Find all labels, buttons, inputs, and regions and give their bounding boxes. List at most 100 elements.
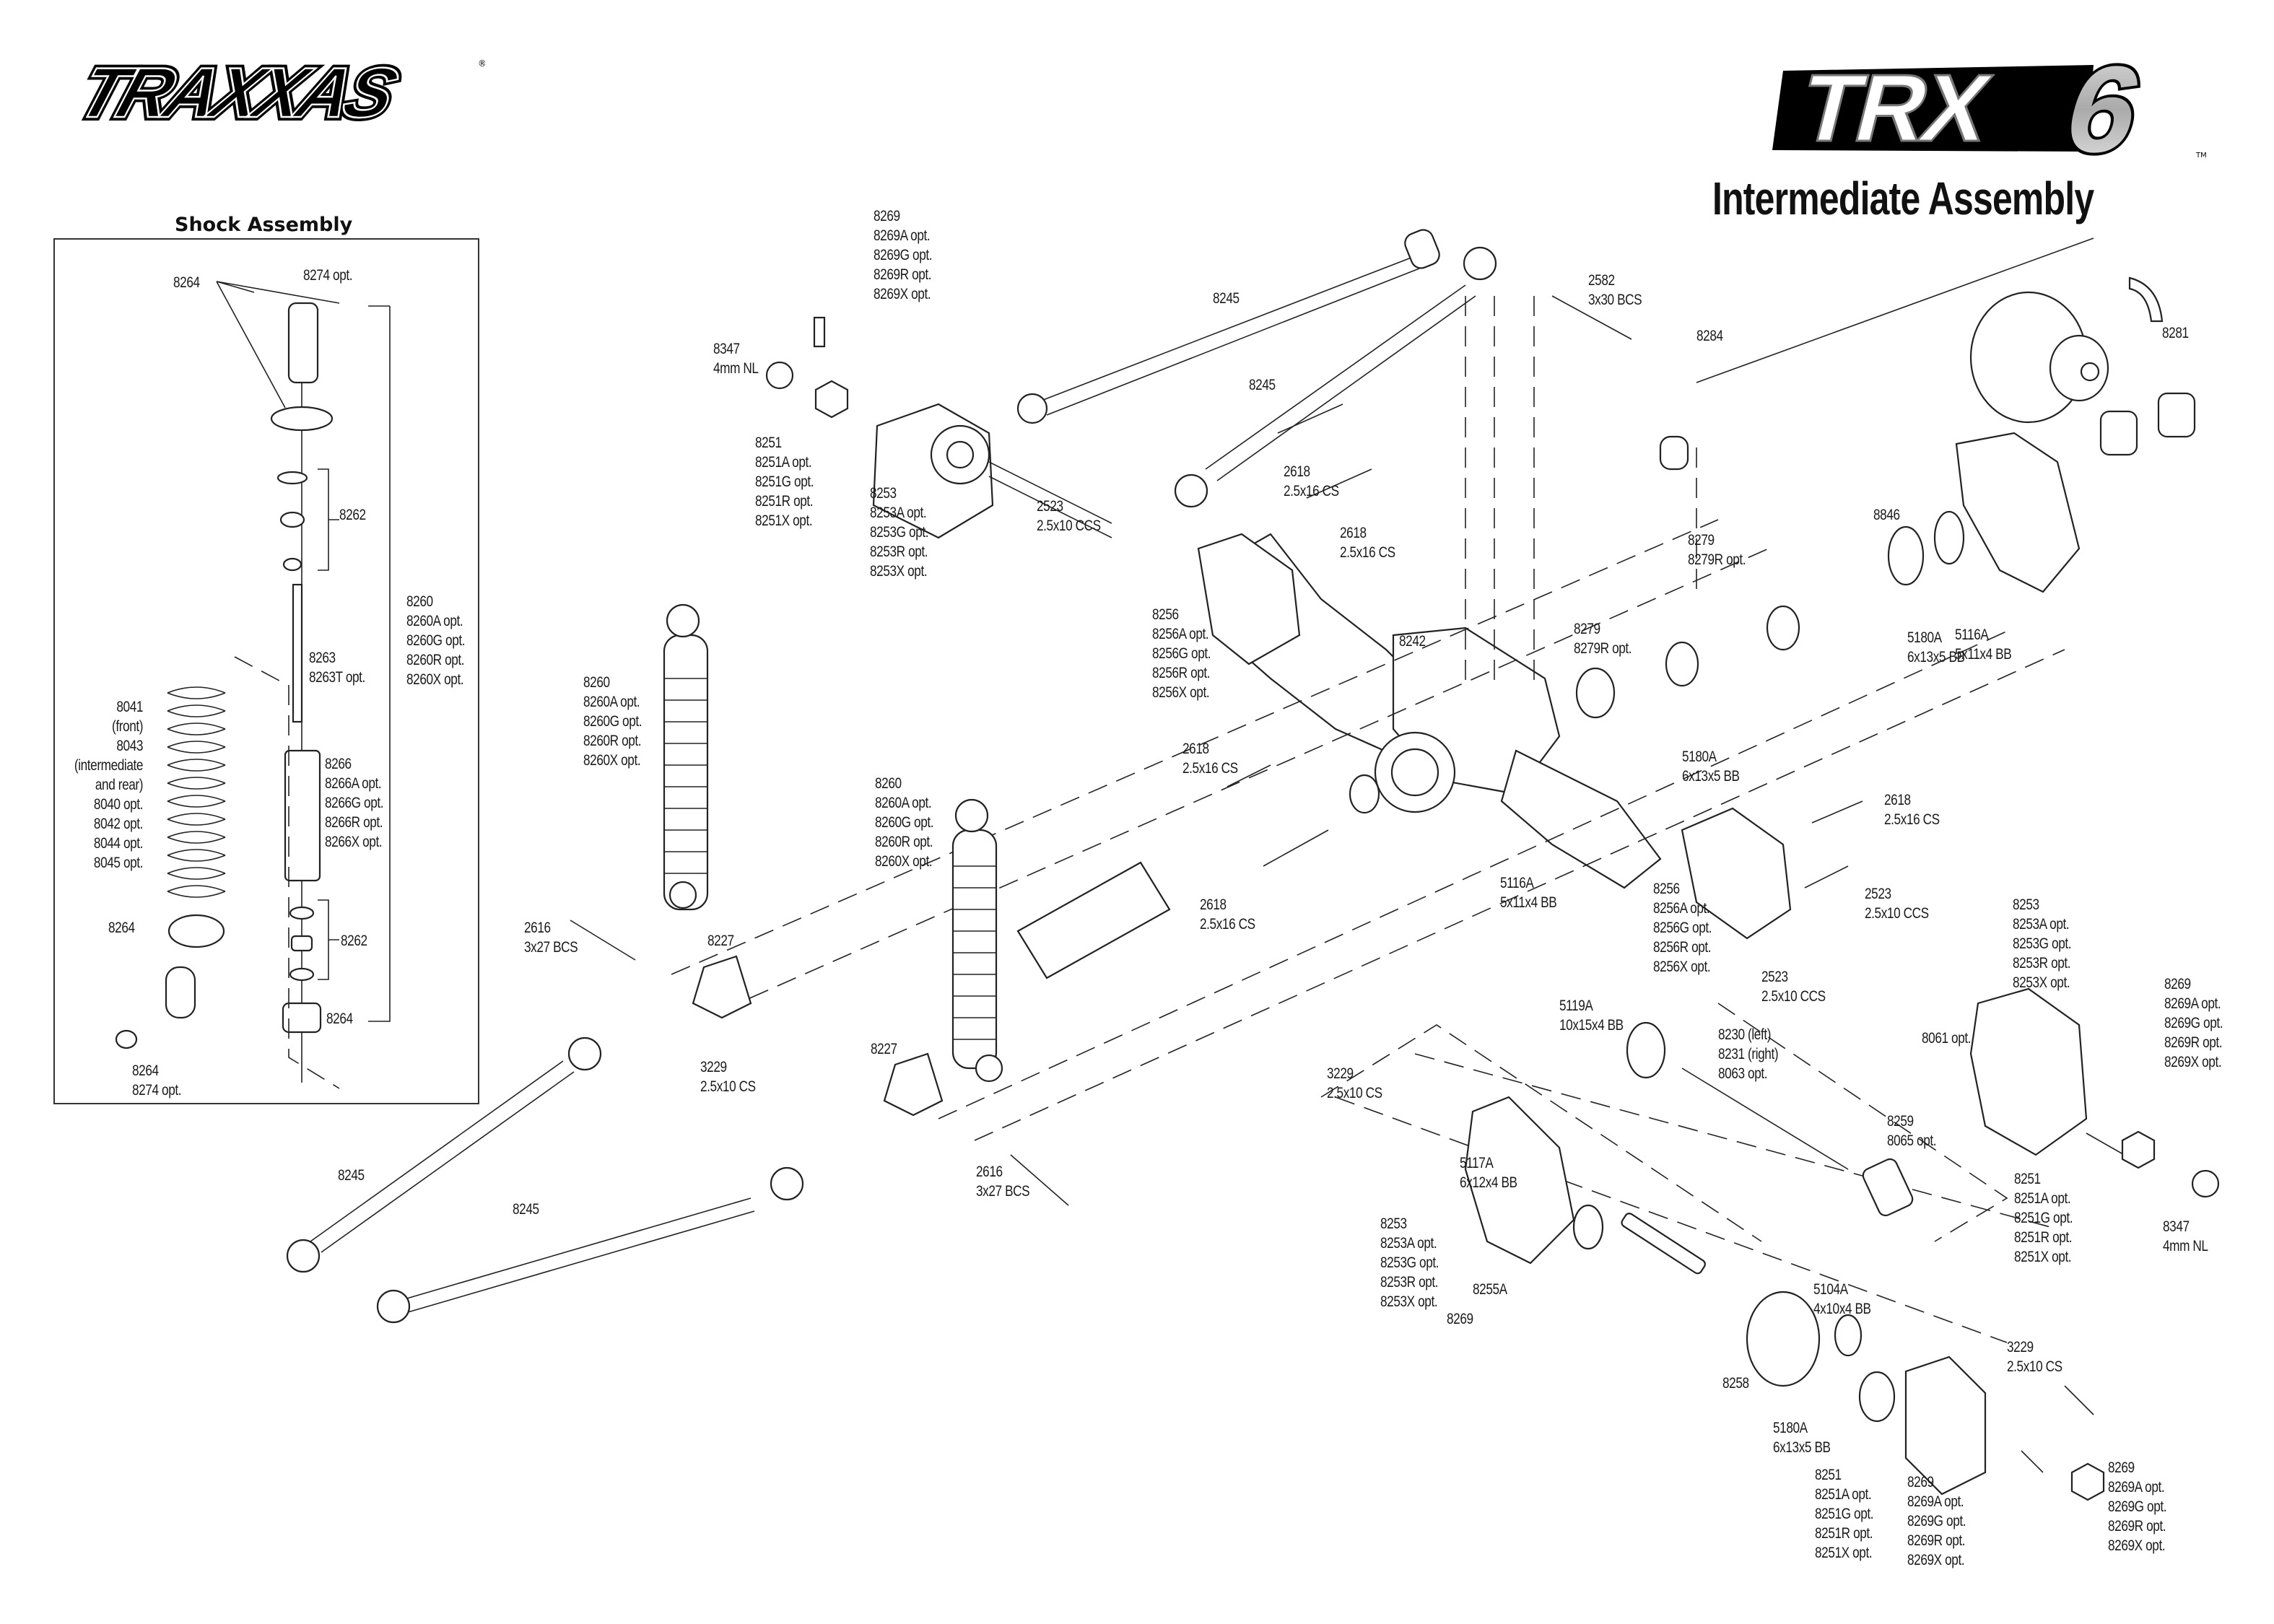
hex-hub-8269-left xyxy=(814,380,849,419)
callout-line: 6x13x5 BB xyxy=(1907,649,1965,665)
callout-8255A: 8255A xyxy=(1473,1280,1507,1299)
callout-line: 8061 opt. xyxy=(1922,1030,1972,1047)
shock-exploded-parts xyxy=(115,281,391,1089)
differential-assembly xyxy=(1575,237,2196,719)
callout-line: 8245 xyxy=(513,1201,539,1218)
callout-line: 10x15x4 BB xyxy=(1559,1017,1624,1034)
callout-line: 8251R opt. xyxy=(755,493,814,510)
callout-line: 8256G opt. xyxy=(1653,920,1712,936)
callout-line: 8269 xyxy=(1447,1311,1473,1327)
callout-line: 8260G opt. xyxy=(583,713,642,730)
callout-line: 2.5x10 CCS xyxy=(1761,988,1826,1005)
callout-line: 8251G opt. xyxy=(1815,1506,1874,1522)
callout-line: 5180A xyxy=(1682,748,1717,765)
callout-line: 8269X opt. xyxy=(2108,1537,2166,1554)
callout-line: 5180A xyxy=(1773,1420,1808,1436)
link-8245-top-2 xyxy=(1174,246,1497,508)
shock-lower-cap xyxy=(282,1002,322,1034)
callout-8284: 8284 xyxy=(1696,326,1723,346)
callout-line: 8260A opt. xyxy=(583,694,640,710)
shock-assembly-title: Shock Assembly xyxy=(175,214,353,236)
callout-line: 8269R opt. xyxy=(2108,1518,2166,1534)
callout-line: 8269R opt. xyxy=(874,266,932,283)
callout-line: 5180A xyxy=(1907,629,1942,646)
callout-line: 8281 xyxy=(2162,325,2189,341)
pinion-8279-a xyxy=(1766,605,1800,651)
callout-line: 8269X opt. xyxy=(1907,1552,1965,1568)
callout-line: 2.5x10 CS xyxy=(2007,1358,2062,1375)
callout-line: 8269A opt. xyxy=(2164,995,2221,1012)
callout-line: 8269 xyxy=(874,208,900,224)
callout-line: 2.5x16 CS xyxy=(1340,544,1395,561)
callout-line: 8253R opt. xyxy=(2013,955,2071,972)
callout-line: 3x27 BCS xyxy=(524,939,578,956)
callout-2616-a: 2616 3x27 BCS xyxy=(524,918,578,957)
shift-fork-8281 xyxy=(2128,276,2164,323)
shock-collar xyxy=(270,406,334,432)
callout-line: 3229 xyxy=(2007,1339,2034,1355)
callout-line: 8251R opt. xyxy=(1815,1525,1873,1542)
label-8274-opt: 8274 opt. xyxy=(303,267,353,284)
bearing-5119A xyxy=(1626,1021,1666,1079)
gear-8259 xyxy=(1862,1158,1914,1217)
callout-line: 2618 xyxy=(1340,525,1367,541)
bearing-5117A xyxy=(1572,1204,1604,1250)
callout-line: 2582 xyxy=(1588,272,1615,289)
callout-line: 2.5x16 CS xyxy=(1200,916,1255,933)
callout-line: 8251X opt. xyxy=(2014,1249,2072,1265)
callout-line: 3x27 BCS xyxy=(976,1183,1030,1200)
callout-line: 8253G opt. xyxy=(2013,935,2072,952)
callout-line: 8245 xyxy=(1249,377,1276,393)
callout-line: 2618 xyxy=(1182,741,1209,757)
callout-line: 8253X opt. xyxy=(870,563,928,580)
callout-line: 5116A xyxy=(1955,627,1989,643)
callout-line: 2.5x16 CS xyxy=(1182,760,1238,777)
shock-rod-end xyxy=(165,966,196,1019)
hex-hub-8269-bottom xyxy=(2070,1462,2105,1501)
callout-line: 8260G opt. xyxy=(875,814,934,831)
callout-line: 6x13x5 BB xyxy=(1773,1439,1831,1456)
callout-line: 8269R opt. xyxy=(2164,1034,2223,1051)
callout-8846: 8846 xyxy=(1873,505,1900,525)
bearing-5116A-upper xyxy=(1933,510,1965,565)
callout-line: 8242 xyxy=(1399,633,1426,650)
shock-installed-b xyxy=(951,798,1003,1083)
callout-line: 8347 xyxy=(713,341,740,357)
callout-line: 5x11x4 BB xyxy=(1500,894,1557,911)
callout-line: 2523 xyxy=(1865,886,1891,902)
callout-line: 5104A xyxy=(1813,1281,1848,1298)
callout-line: 8251 xyxy=(2014,1171,2041,1187)
callout-line: 8251X opt. xyxy=(755,512,813,529)
callout-line: 8260A opt. xyxy=(875,795,932,811)
callout-line: 8253A opt. xyxy=(1380,1235,1437,1252)
callout-8061: 8061 opt. xyxy=(1922,1029,1972,1048)
callout-8245-b2: 8245 xyxy=(513,1200,539,1219)
callout-line: 8269X opt. xyxy=(2164,1054,2222,1070)
callout-line: 8256G opt. xyxy=(1152,645,1211,662)
axle-end-8256-right xyxy=(1681,807,1792,940)
callout-line: 8269G opt. xyxy=(2164,1015,2223,1031)
bolts xyxy=(570,403,2094,1473)
callout-line: 2523 xyxy=(1037,498,1063,515)
callout-5104A: 5104A 4x10x4 BB xyxy=(1813,1280,1871,1319)
link-8245-bottom-1 xyxy=(286,1036,602,1273)
assembly-guide-lines xyxy=(671,296,2065,1343)
shock-cap-eyelet xyxy=(287,302,319,384)
label-8264: 8264 xyxy=(173,274,200,291)
spring-retainer xyxy=(167,914,225,948)
callout-line: 2.5x16 CS xyxy=(1884,811,1940,828)
callout-line: 8251A opt. xyxy=(755,454,812,471)
callout-line: 8260 xyxy=(583,674,610,691)
callout-line: 8269A opt. xyxy=(874,227,931,244)
callout-line: 2616 xyxy=(524,920,551,936)
portal-housing-left xyxy=(765,316,1112,539)
callout-line: 4x10x4 BB xyxy=(1813,1301,1871,1317)
